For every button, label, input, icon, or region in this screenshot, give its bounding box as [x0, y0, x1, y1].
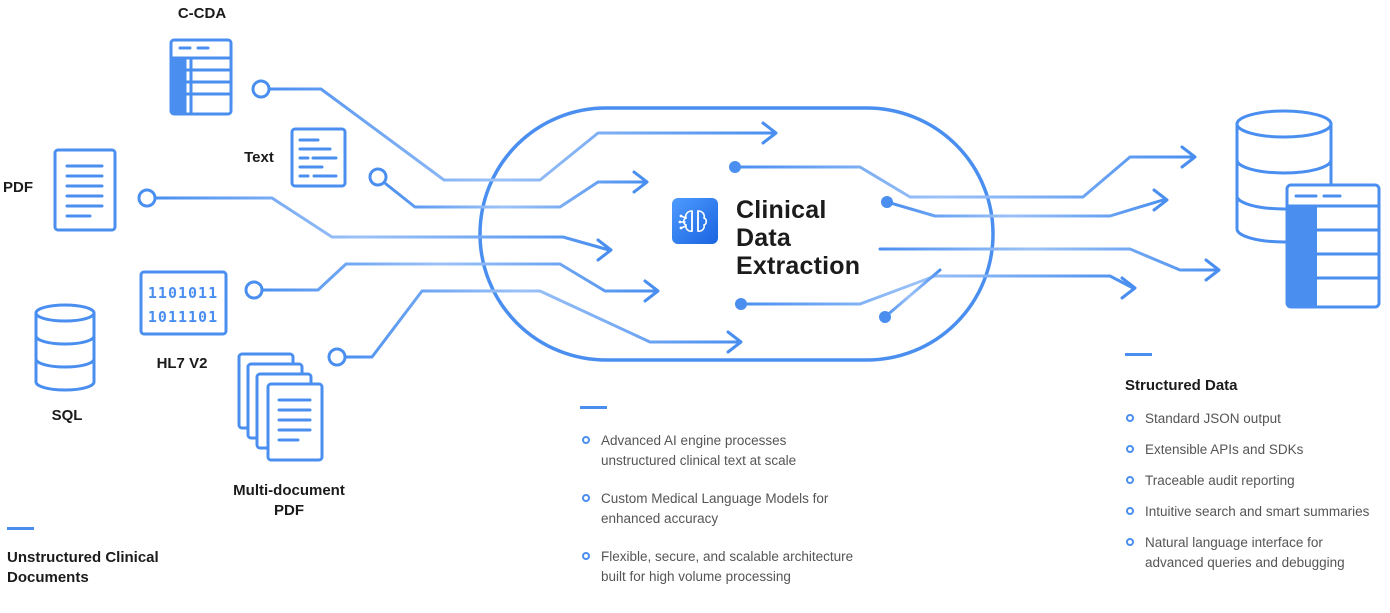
ccda-arrowhead: [761, 121, 778, 145]
multidoc-flow-line: [343, 289, 741, 359]
unstructured-heading-line-2: Documents: [7, 569, 89, 586]
table-highlight-column: [1287, 206, 1317, 307]
unstructured-heading-line-1: Unstructured Clinical: [7, 549, 159, 566]
ccda-table-column: [171, 58, 185, 114]
ccda-flow-line: [267, 87, 777, 182]
ccda-label: C-CDA: [177, 5, 227, 22]
output-flow-line-2: [885, 198, 1165, 218]
middle-section-dash: [580, 406, 607, 409]
output-arrowhead-4: [1120, 276, 1137, 300]
multi-document-icon: [237, 352, 324, 462]
output-arrowhead-2: [1152, 188, 1169, 212]
pdf-arrowhead: [596, 238, 613, 262]
capability-item-line-1: Advanced AI engine processes: [601, 433, 787, 448]
output-item: Traceable audit reporting: [1126, 471, 1388, 491]
left-section-dash: [7, 527, 34, 530]
output-item: Standard JSON output: [1126, 409, 1388, 429]
unstructured-heading: Unstructured Clinical Documents: [7, 548, 159, 588]
output-flow-line-4: [739, 274, 1135, 306]
multidoc-arrowhead: [726, 330, 743, 354]
capability-item-line-2: enhanced accuracy: [601, 511, 719, 526]
output-item: Extensible APIs and SDKs: [1126, 440, 1388, 460]
hl7-binary-row-1: 1101011: [148, 284, 218, 302]
outputs-list: Standard JSON output Extensible APIs and…: [1126, 409, 1388, 573]
capability-item: Flexible, secure, and scalable architect…: [582, 547, 902, 587]
ccda-connector-dot: [251, 79, 271, 99]
pdf-flow-line: [154, 196, 611, 252]
output-item: Intuitive search and smart summaries: [1126, 502, 1388, 522]
output-flow-line-5: [883, 268, 942, 319]
multidoc-label-line-2: PDF: [274, 502, 304, 519]
multidoc-label-line-1: Multi-document: [233, 482, 345, 499]
center-title: Clinical Data Extraction: [736, 196, 860, 280]
capability-item: Advanced AI engine processes unstructure…: [582, 431, 902, 471]
pdf-label: PDF: [3, 179, 33, 196]
capability-item-line-1: Flexible, secure, and scalable architect…: [601, 549, 854, 564]
capability-item-line-2: unstructured clinical text at scale: [601, 453, 797, 468]
processing-capsule: [478, 106, 995, 362]
output-dot-2: [881, 196, 893, 208]
capability-item-line-1: Custom Medical Language Models for: [601, 491, 829, 506]
center-title-line-2: Data: [736, 224, 791, 252]
output-arrowhead-1: [1180, 145, 1197, 169]
capabilities-list: Advanced AI engine processes unstructure…: [582, 431, 902, 587]
structured-heading: Structured Data: [1125, 377, 1238, 394]
text-connector-dot: [368, 167, 388, 187]
output-flow-line-1: [733, 155, 1195, 199]
capability-item: Custom Medical Language Models for enhan…: [582, 489, 902, 529]
hl7-binary-row-2: 1011101: [148, 308, 218, 326]
text-flow-line: [384, 180, 648, 209]
output-flow-line-3: [878, 247, 1220, 272]
center-title-line-3: Extraction: [736, 252, 861, 280]
pdf-document-icon: [53, 148, 117, 232]
capability-item-line-2: built for high volume processing: [601, 569, 791, 584]
hl7-label: HL7 V2: [156, 355, 208, 372]
text-document-icon: [290, 127, 347, 188]
text-label: Text: [244, 149, 274, 166]
hl7-arrowhead: [643, 279, 660, 303]
multidoc-connector-dot: [327, 347, 347, 367]
text-arrowhead: [632, 170, 649, 194]
output-dot-1: [729, 161, 741, 173]
output-dot-3: [735, 298, 747, 310]
output-arrowhead-3: [1204, 258, 1221, 282]
hl7-connector-dot: [244, 280, 264, 300]
pdf-connector-dot: [137, 188, 157, 208]
multidoc-label: Multi-document PDF: [220, 481, 358, 521]
output-item-line-2: advanced queries and debugging: [1145, 555, 1345, 570]
sql-database-icon: [34, 303, 96, 392]
ai-brain-icon: [672, 198, 718, 244]
output-item: Natural language interface for advanced …: [1126, 533, 1388, 573]
hl7-binary-icon: [139, 270, 228, 336]
output-item-line-1: Natural language interface for: [1145, 535, 1323, 550]
output-dot-4: [879, 311, 891, 323]
right-section-dash: [1125, 353, 1152, 356]
hl7-flow-line: [260, 262, 658, 293]
center-title-line-1: Clinical: [736, 196, 827, 224]
sql-label: SQL: [51, 407, 83, 424]
